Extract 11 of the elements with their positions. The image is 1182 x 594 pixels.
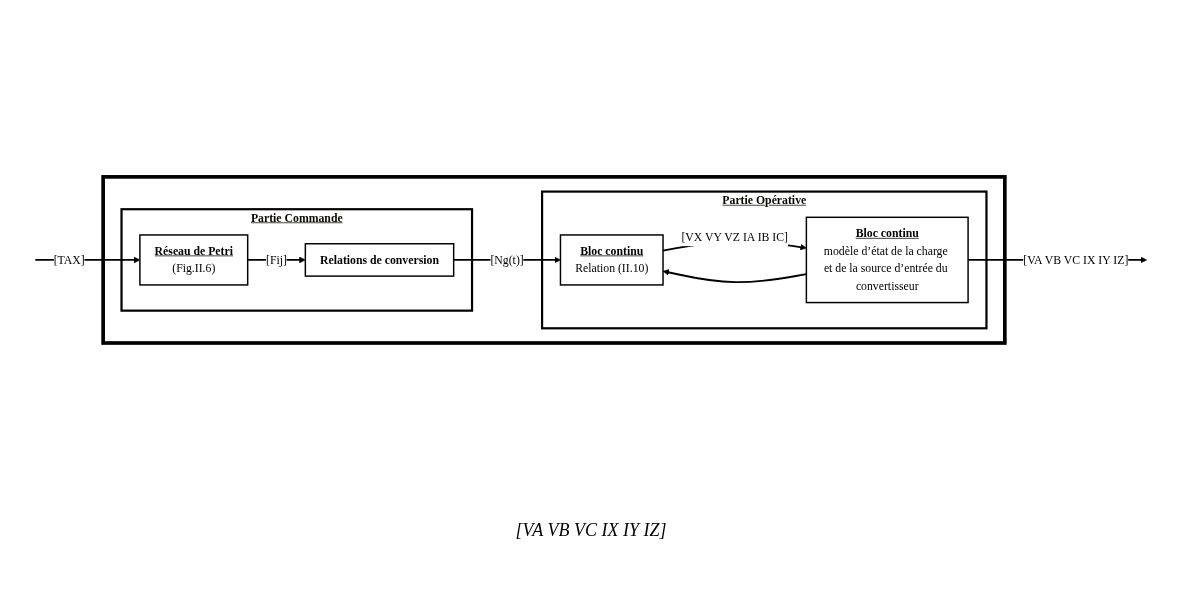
node-box: Bloc continu Relation (II.10) — [559, 234, 664, 286]
node-box: Bloc continu modèle d’état de la charge et de la source d’entrée du convertisseur — [805, 216, 969, 304]
vector-label: [VA VB VC IX IY IZ] — [514, 520, 668, 541]
node-box: Relations de conversion — [304, 243, 455, 277]
cluster — [101, 175, 1007, 345]
edge-label: [TAX] — [53, 253, 85, 266]
node-box: Réseau de Petri (Fig.II.6) — [139, 234, 249, 286]
edge-label: [VX VY VZ IA IB IC] — [681, 230, 788, 244]
edge-label: [Fij] — [266, 253, 287, 266]
edge-label: [VA VB VC IX IY IZ] — [1023, 253, 1129, 266]
edge-label: [Ng(t)] — [490, 253, 524, 266]
